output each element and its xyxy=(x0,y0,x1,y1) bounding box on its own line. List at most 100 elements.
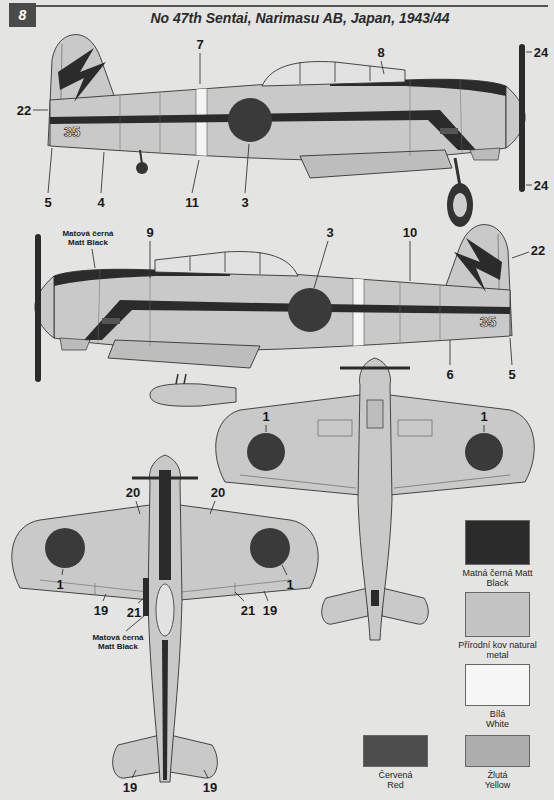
page-number-box: 8 xyxy=(9,3,36,27)
label-holder: 9 xyxy=(146,225,153,240)
colour-note: Matová černá Matt Black xyxy=(57,229,119,247)
page-title: No 47th Sentai, Narimasu AB, Japan, 1943… xyxy=(150,10,449,26)
leader-lines xyxy=(266,425,267,432)
legend-swatch xyxy=(465,520,530,565)
leader-lines xyxy=(484,425,485,432)
main-gear xyxy=(447,183,473,227)
label-holder: 1 xyxy=(262,409,269,424)
label-holder: 22 xyxy=(531,243,545,258)
drop-tank xyxy=(150,384,236,406)
label-holder: 19 xyxy=(123,780,137,795)
header-rule xyxy=(36,5,548,7)
colour-note: Matová černá Matt Black xyxy=(87,633,149,651)
label-holder: 24 xyxy=(534,45,548,60)
legend-entry: Žlutá Yellow xyxy=(453,735,543,790)
page-number: 8 xyxy=(19,7,27,23)
bottom-view xyxy=(322,588,368,624)
callout-number: 19 xyxy=(94,603,108,618)
bottom-view xyxy=(371,590,379,606)
label-holder: 7 xyxy=(196,37,203,52)
callout-number: 19 xyxy=(203,780,217,795)
callout-number: 21 xyxy=(127,605,141,620)
label-holder: 21 xyxy=(127,605,141,620)
label-holder: 21 xyxy=(241,603,255,618)
leader-lines xyxy=(48,148,52,193)
callout-number: 8 xyxy=(377,45,384,60)
legend-text: Matná černá Matt Black xyxy=(458,568,538,588)
callout-number: 1 xyxy=(262,409,269,424)
leader-lines xyxy=(33,52,532,778)
top-view xyxy=(12,455,318,782)
leader-lines xyxy=(512,252,529,258)
label-holder: 3 xyxy=(241,195,248,210)
callout-number: 19 xyxy=(263,603,277,618)
tail-wheel xyxy=(136,162,148,174)
leader-lines xyxy=(510,338,512,365)
leader-lines xyxy=(92,249,95,268)
label-holder: 19 xyxy=(94,603,108,618)
callout-number: 4 xyxy=(97,195,104,210)
callout-number: 3 xyxy=(326,225,333,240)
leader-lines xyxy=(381,61,384,74)
label-holder: 1 xyxy=(56,577,63,592)
tail-wheel xyxy=(136,150,148,174)
top-view xyxy=(162,640,168,780)
tail-code: 35 xyxy=(480,314,497,330)
label-holder: Matová černá Matt Black xyxy=(87,633,149,651)
legend-text: Přírodní kov natural metal xyxy=(458,640,538,660)
bottom-view xyxy=(358,358,392,640)
tail-code: 35 xyxy=(64,124,81,140)
legend-entry: Matná černá Matt Black xyxy=(453,520,543,588)
top-view xyxy=(45,528,85,568)
title-holder: No 47th Sentai, Narimasu AB, Japan, 1943… xyxy=(150,10,449,26)
callout-number: 9 xyxy=(146,225,153,240)
label-holder: 22 xyxy=(17,103,31,118)
label-holder: Matová černá Matt Black xyxy=(57,229,119,247)
label-holder: 8 xyxy=(377,45,384,60)
label-holder: 19 xyxy=(203,780,217,795)
bottom-view xyxy=(340,367,410,370)
bottom-view xyxy=(247,433,285,471)
label-holder: 1 xyxy=(286,577,293,592)
leader-lines xyxy=(150,241,151,278)
bottom-view xyxy=(240,475,356,488)
callout-number: 20 xyxy=(126,485,140,500)
bottom-view xyxy=(216,358,535,640)
callout-number: 22 xyxy=(17,103,31,118)
legend-entry: Bílá White xyxy=(453,664,543,729)
leader-lines xyxy=(264,591,268,601)
leader-lines xyxy=(136,501,140,514)
legend-entry: Přírodní kov natural metal xyxy=(453,592,543,660)
callout-number: 6 xyxy=(446,367,453,382)
label-holder: 4 xyxy=(97,195,104,210)
leader-lines xyxy=(204,770,208,778)
legend-swatch xyxy=(465,664,530,706)
bottom-view xyxy=(367,400,383,428)
callout-number: 24 xyxy=(534,45,548,60)
label-holder: 24 xyxy=(534,178,548,193)
callout-number: 11 xyxy=(185,195,199,210)
legend-entry: Červená Red xyxy=(351,735,441,790)
top-view xyxy=(40,580,148,592)
label-holder: 20 xyxy=(211,485,225,500)
top-view xyxy=(156,584,174,636)
leader-lines xyxy=(410,241,411,281)
top-view xyxy=(235,583,236,595)
top-view xyxy=(182,580,290,592)
label-holder: 5 xyxy=(508,367,515,382)
callout-number: 7 xyxy=(196,37,203,52)
bottom-view xyxy=(394,475,510,488)
leader-lines xyxy=(314,241,328,288)
label-holder: 35 xyxy=(480,314,497,330)
bottom-view xyxy=(465,433,503,471)
leader-lines xyxy=(33,110,48,111)
callout-number: 21 xyxy=(241,603,255,618)
leader-lines xyxy=(526,185,532,186)
callout-number: 3 xyxy=(241,195,248,210)
callout-number: 10 xyxy=(403,225,417,240)
callout-number: 20 xyxy=(211,485,225,500)
leader-lines xyxy=(132,770,136,778)
drop-tank xyxy=(184,374,186,384)
leader-lines xyxy=(103,594,106,601)
